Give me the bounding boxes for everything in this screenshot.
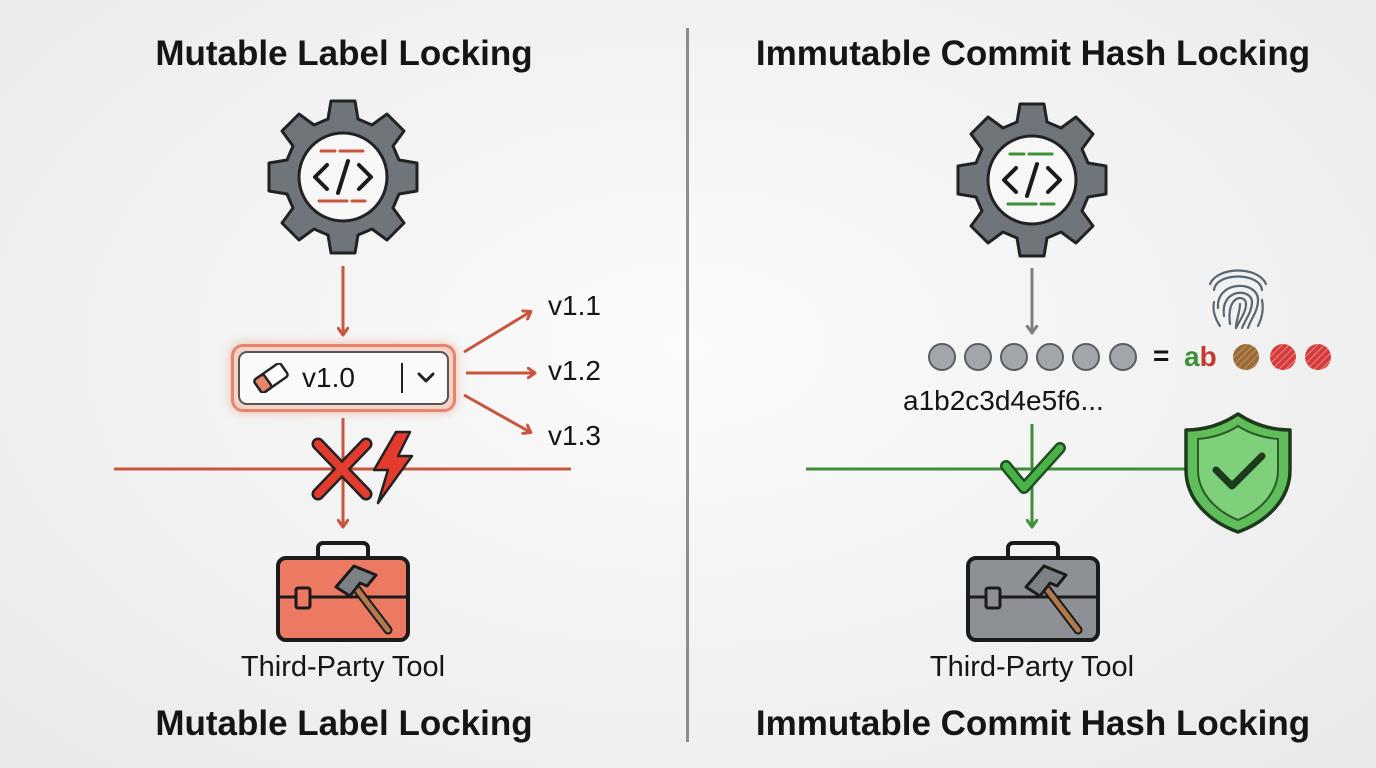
hash-equals-sign: = <box>1153 340 1170 371</box>
version-label-selector[interactable]: v1.0 <box>231 344 456 412</box>
right-tool-label: Third-Party Tool <box>929 651 1135 683</box>
panel-divider <box>686 28 689 742</box>
gear-code-icon <box>267 99 419 255</box>
hash-fragment: ab <box>1184 341 1217 373</box>
version-target-2: v1.2 <box>548 355 601 386</box>
eraser-icon <box>253 363 289 393</box>
chevron-down-icon[interactable] <box>415 367 437 389</box>
hash-circles <box>928 343 1137 371</box>
left-title: Mutable Label Locking <box>155 34 533 73</box>
hash-mismatch-circles <box>1233 344 1331 370</box>
shield-check-icon <box>1184 412 1292 534</box>
arrow-to-v1-3 <box>463 393 530 432</box>
left-tool-label: Third-Party Tool <box>240 651 446 683</box>
commit-hash-text: a1b2c3d4e5f6... <box>903 385 1104 416</box>
arrow-to-v1-1 <box>463 312 530 354</box>
left-diagram <box>114 99 571 642</box>
lightning-icon <box>372 430 414 505</box>
right-footer-title: Immutable Commit Hash Locking <box>755 704 1311 743</box>
version-target-1: v1.1 <box>548 290 601 321</box>
selector-separator <box>401 363 403 393</box>
left-footer-title: Mutable Label Locking <box>155 704 533 743</box>
right-title: Immutable Commit Hash Locking <box>755 34 1311 73</box>
version-target-3: v1.3 <box>548 420 601 451</box>
hash-fragment-a: a <box>1184 341 1200 372</box>
hash-fragment-b: b <box>1199 341 1217 372</box>
hammer-icon <box>334 564 393 635</box>
gear-code-icon <box>956 102 1108 258</box>
version-label: v1.0 <box>302 362 355 393</box>
checkmark-icon <box>1000 442 1066 494</box>
hammer-icon <box>1024 564 1083 635</box>
fingerprint-icon <box>1208 269 1268 330</box>
cross-icon <box>311 437 373 501</box>
